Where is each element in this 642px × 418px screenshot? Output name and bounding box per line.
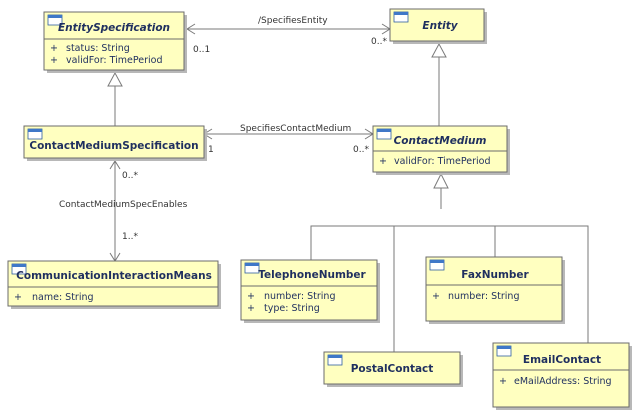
association-label: SpecifiesContactMedium bbox=[240, 124, 351, 134]
attribute-visibility: + bbox=[379, 156, 387, 167]
association-specifies-entity[interactable]: /SpecifiesEntity 0..1 0..* bbox=[186, 16, 391, 55]
attribute-visibility: + bbox=[247, 303, 255, 314]
attribute-visibility: + bbox=[499, 376, 507, 387]
class-name: EntitySpecification bbox=[58, 22, 170, 34]
class-email-contact[interactable]: EmailContact + eMailAddress: String bbox=[492, 342, 632, 410]
attribute-visibility: + bbox=[14, 292, 22, 303]
multiplicity-label: 1..* bbox=[122, 232, 138, 242]
generalization-contact-medium-spec-to-entity-spec[interactable] bbox=[107, 71, 123, 126]
class-postal-contact[interactable]: PostalContact bbox=[323, 351, 463, 387]
association-specifies-contact-medium[interactable]: SpecifiesContactMedium 1 0..* bbox=[203, 124, 374, 155]
class-name: Entity bbox=[422, 20, 458, 32]
attribute-visibility: + bbox=[50, 55, 58, 66]
attribute-text: eMailAddress: String bbox=[514, 376, 612, 387]
class-contact-medium[interactable]: ContactMedium + validFor: TimePeriod bbox=[372, 125, 510, 175]
association-label: ContactMediumSpecEnables bbox=[59, 200, 188, 210]
class-name: CommunicationInteractionMeans bbox=[16, 270, 212, 282]
class-entity[interactable]: Entity bbox=[389, 8, 487, 44]
multiplicity-label: 0..* bbox=[371, 37, 387, 47]
class-icon bbox=[496, 345, 512, 357]
class-name: ContactMedium bbox=[394, 135, 487, 147]
multiplicity-label: 0..* bbox=[353, 145, 369, 155]
attribute-text: status: String bbox=[66, 43, 130, 54]
class-icon bbox=[327, 354, 343, 366]
class-telephone-number[interactable]: TelephoneNumber + number: String + type:… bbox=[240, 259, 380, 323]
class-entity-specification[interactable]: EntitySpecification + status: String + v… bbox=[43, 11, 187, 73]
class-icon bbox=[27, 128, 43, 140]
class-fax-number[interactable]: FaxNumber + number: String bbox=[425, 256, 565, 324]
class-icon bbox=[11, 263, 27, 275]
multiplicity-label: 0..* bbox=[122, 171, 138, 181]
class-name: ContactMediumSpecification bbox=[29, 140, 198, 152]
class-icon bbox=[376, 128, 392, 140]
class-name: PostalContact bbox=[351, 363, 434, 375]
association-contact-medium-spec-enables[interactable]: ContactMediumSpecEnables 0..* 1..* bbox=[59, 160, 188, 262]
generalization-subclasses-to-contact-medium[interactable] bbox=[310, 172, 589, 352]
attribute-visibility: + bbox=[247, 291, 255, 302]
attribute-text: type: String bbox=[264, 303, 320, 314]
class-name: FaxNumber bbox=[461, 269, 529, 281]
attribute-text: name: String bbox=[32, 292, 94, 303]
attribute-visibility: + bbox=[50, 43, 58, 54]
multiplicity-label: 1 bbox=[208, 145, 214, 155]
attribute-text: number: String bbox=[448, 291, 519, 302]
multiplicity-label: 0..1 bbox=[193, 45, 210, 55]
class-icon bbox=[47, 14, 63, 26]
attribute-text: number: String bbox=[264, 291, 335, 302]
association-label: /SpecifiesEntity bbox=[258, 16, 328, 26]
class-contact-medium-specification[interactable]: ContactMediumSpecification bbox=[23, 125, 207, 161]
attribute-text: validFor: TimePeriod bbox=[394, 156, 491, 167]
generalization-contact-medium-to-entity[interactable] bbox=[431, 42, 447, 126]
class-icon bbox=[244, 262, 260, 274]
attribute-text: validFor: TimePeriod bbox=[66, 55, 163, 66]
attribute-visibility: + bbox=[432, 291, 440, 302]
class-name: EmailContact bbox=[523, 354, 601, 366]
class-communication-interaction-means[interactable]: CommunicationInteractionMeans + name: St… bbox=[7, 260, 221, 309]
class-name: TelephoneNumber bbox=[258, 269, 366, 281]
class-icon bbox=[393, 11, 409, 23]
class-icon bbox=[429, 259, 445, 271]
